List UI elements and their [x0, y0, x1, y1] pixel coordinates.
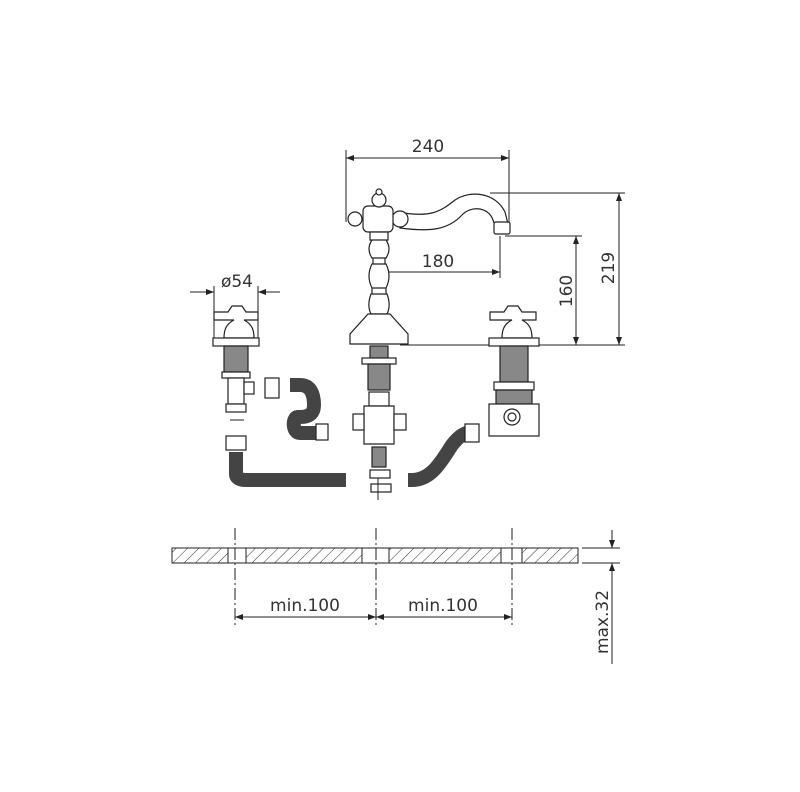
left-handle-valve	[212, 305, 260, 451]
dimension-219-label: 219	[599, 252, 619, 284]
dimension-180-label: 180	[422, 252, 454, 272]
dimension-min-100-left: min.100	[235, 596, 376, 620]
right-handle-valve	[488, 305, 540, 437]
min-100-left-label: min.100	[270, 596, 340, 616]
dimension-max-32: max.32	[582, 530, 620, 664]
max-32-label: max.32	[593, 590, 613, 654]
dimension-240-label: 240	[412, 137, 444, 157]
dimension-240: 240	[345, 137, 510, 232]
spout-body	[347, 188, 511, 500]
dimension-54-label: ø54	[221, 272, 253, 292]
min-100-right-label: min.100	[408, 596, 478, 616]
hoses	[229, 377, 480, 487]
dimension-min-100-right: min.100	[376, 596, 512, 620]
dimension-160-label: 160	[557, 275, 577, 307]
dimension-180: 180	[378, 236, 501, 278]
deck-section	[171, 528, 579, 625]
dimension-160: 160	[505, 235, 582, 345]
